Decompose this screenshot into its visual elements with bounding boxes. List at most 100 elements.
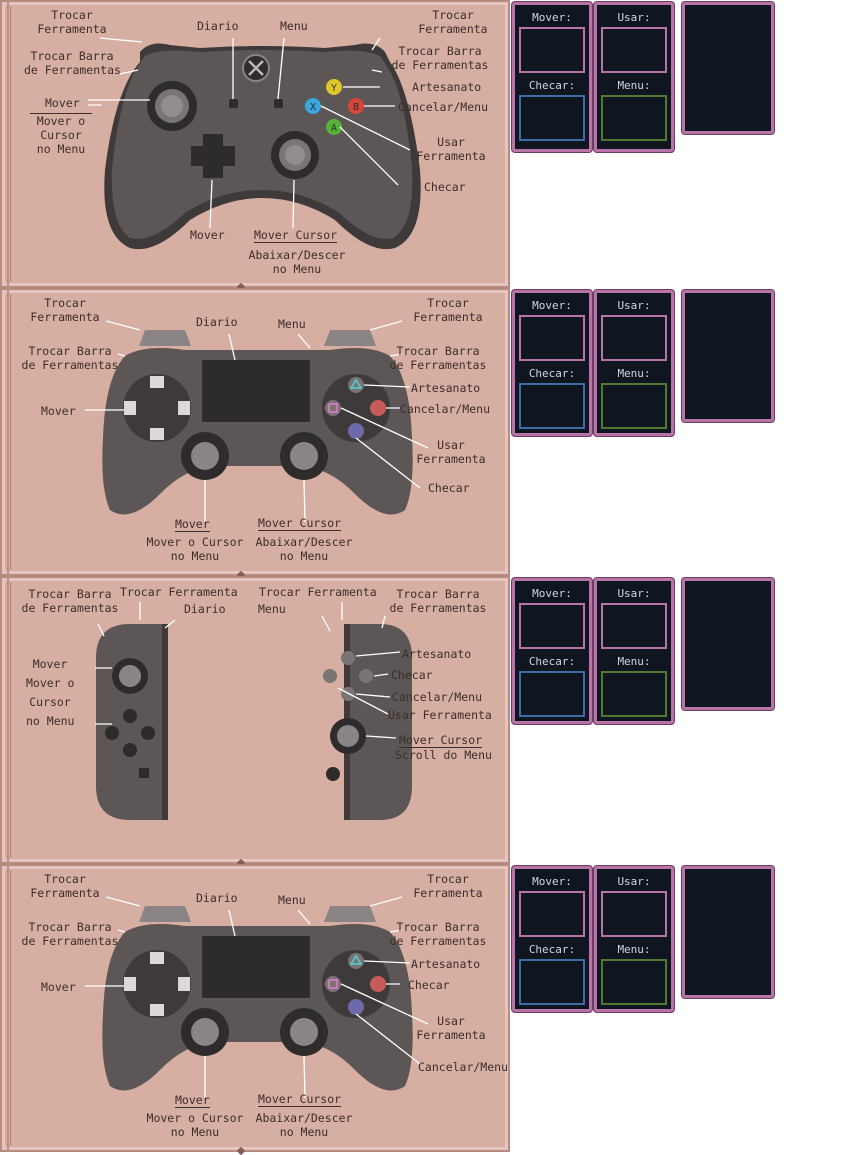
xbox-menu-title: Menu: (617, 79, 651, 92)
ps-b-use-slot (601, 891, 667, 937)
ps-b-touch-label: Diario (196, 891, 238, 905)
ps-a-r1 (324, 330, 376, 346)
xbox-dpad-label: Mover (190, 228, 225, 242)
ps-b-l1-label: Trocar Barra de Ferramentas (21, 920, 119, 948)
xbox-move-sub-label: Mover o Cursor no Menu (30, 113, 92, 156)
xbox-rt-label: Trocar Ferramenta (418, 8, 488, 36)
ps-b-controller (85, 896, 429, 1099)
ps-b-rstick-sub-label: Abaixar/Descer no Menu (255, 1111, 353, 1139)
joycon-toolbar-box (682, 578, 774, 710)
joycon-rstick-label: Mover Cursor (399, 733, 483, 748)
ps-a-use-title: Usar: (617, 299, 651, 312)
ps-a-triangle-label: Artesanato (411, 381, 481, 395)
ps-a-lstick-label: Mover (175, 517, 210, 532)
joycon-menu-title: Menu: (617, 655, 651, 668)
ps-b-check-title: Checar: (528, 943, 576, 956)
svg-text:B: B (353, 102, 359, 113)
ps-a-square (325, 400, 341, 416)
ps-b-lstick-label: Mover (175, 1093, 210, 1108)
xbox-view-button (229, 99, 238, 108)
joycon-check-slot (519, 671, 585, 717)
ps-a-menu-slot (601, 383, 667, 429)
ps-a-circle (370, 400, 386, 416)
xbox-y-button (326, 79, 342, 95)
ps-a-dpad-label: Mover (41, 404, 76, 418)
ps-a-use-slot (601, 315, 667, 361)
ps-a-square-label: Usar Ferramenta (416, 438, 486, 466)
joycon-move-slot (519, 603, 585, 649)
xbox-x-label: Usar Ferramenta (416, 135, 486, 163)
ps-b-rstick-label: Mover Cursor (258, 1092, 342, 1107)
xbox-a-label: Checar (424, 180, 466, 194)
joycon-zr-label: Trocar Ferramenta (259, 585, 377, 599)
ps-b-r2-label: Trocar Ferramenta (413, 872, 483, 900)
ps-b-circle-label: Checar (408, 978, 450, 992)
joycon-capture-button (139, 768, 149, 778)
ps-b-move-slot (519, 891, 585, 937)
joycon-b-label: Cancelar/Menu (392, 690, 483, 704)
xbox-rstick-label: Mover Cursor (254, 228, 338, 243)
ps-a-circle-label: Cancelar/Menu (400, 402, 491, 416)
joycon-use-title: Usar: (617, 587, 651, 600)
ps-a-lstick-sub-label: Mover o Cursor no Menu (146, 535, 244, 563)
joycon-controller (95, 602, 412, 820)
ps-a-triangle (348, 377, 364, 393)
ps-a-check-slot (519, 383, 585, 429)
xbox-check-slot (519, 95, 585, 141)
ps-a-touch-label: Diario (196, 315, 238, 329)
xbox-menu-button (274, 99, 283, 108)
ps-b-triangle-label: Artesanato (411, 957, 481, 971)
xbox-use-menu-box: Usar: Menu: (594, 2, 674, 152)
joycon-a-label: Checar (391, 668, 433, 682)
ps-b-r1-label: Trocar Barra de Ferramentas (389, 920, 487, 948)
joycon-plus-label: Menu (258, 602, 286, 616)
ps-b-menu-title: Menu: (617, 943, 651, 956)
ps-a-cross (348, 423, 364, 439)
joycon-controls-panel (0, 576, 510, 868)
ps-b-touchpad (202, 936, 310, 998)
ps-b-use-menu-box: Usar: Menu: (594, 866, 674, 1012)
xbox-b-label: Cancelar/Menu (398, 100, 489, 114)
xbox-controller: Y B X A (88, 37, 421, 250)
joycon-rstick-sub-label: Scroll do Menu (395, 748, 492, 762)
joycon-move-title: Mover: (532, 587, 572, 600)
xbox-y-label: Artesanato (412, 80, 482, 94)
ps-b-menu-slot (601, 959, 667, 1005)
xbox-move-slot (519, 27, 585, 73)
joycon-use-menu-box: Usar: Menu: (594, 578, 674, 724)
ps-b-lstick-sub-label: Mover o Cursor no Menu (146, 1111, 244, 1139)
joycon-r-label: Trocar Barra de Ferramentas (389, 587, 487, 615)
joycon-zl-label: Trocar Barra de Ferramentas (21, 587, 119, 615)
ps-a-l2-label: Trocar Ferramenta (30, 296, 100, 324)
ps-b-move-title: Mover: (532, 875, 572, 888)
xbox-menu-slot (601, 95, 667, 141)
svg-text:A: A (331, 123, 337, 134)
joycon-y-label: Usar Ferramenta (388, 708, 492, 722)
joycon-move-check-box: Mover: Checar: (512, 578, 592, 724)
ps-a-check-title: Checar: (528, 367, 576, 380)
xbox-menu-label: Menu (280, 19, 308, 33)
xbox-rstick-sub-label: Abaixar/Descer no Menu (248, 248, 346, 276)
xbox-check-title: Checar: (528, 79, 576, 92)
svg-text:X: X (310, 102, 316, 113)
ps-b-dpad-label: Mover (41, 980, 76, 994)
ps-a-cross-label: Checar (428, 481, 470, 495)
xbox-lt-label: Trocar Ferramenta (37, 8, 107, 36)
joycon-l-label: Trocar Ferramenta (120, 585, 238, 599)
xbox-x-button (305, 98, 321, 114)
joycon-lstick-label: Mover Mover o Cursor no Menu (26, 657, 75, 728)
ps-a-touchpad (202, 360, 310, 422)
ps-b-use-title: Usar: (617, 875, 651, 888)
ps-b-square-label: Usar Ferramenta (416, 1014, 486, 1042)
ps-a-use-menu-box: Usar: Menu: (594, 290, 674, 436)
ps-a-rstick-label: Mover Cursor (258, 516, 342, 531)
xbox-lb-label: Trocar Barra de Ferramentas (24, 49, 121, 77)
xbox-toolbar-box (682, 2, 774, 134)
ps-a-r2-label: Trocar Ferramenta (413, 296, 483, 324)
xbox-move-title: Mover: (532, 11, 572, 24)
ps-a-l1 (139, 330, 191, 346)
ps-a-toolbar-box (682, 290, 774, 422)
ps-a-l1-label: Trocar Barra de Ferramentas (21, 344, 119, 372)
xbox-move-check-box: Mover: Checar: (512, 2, 592, 152)
ps-a-move-check-box: Mover: Checar: (512, 290, 592, 436)
